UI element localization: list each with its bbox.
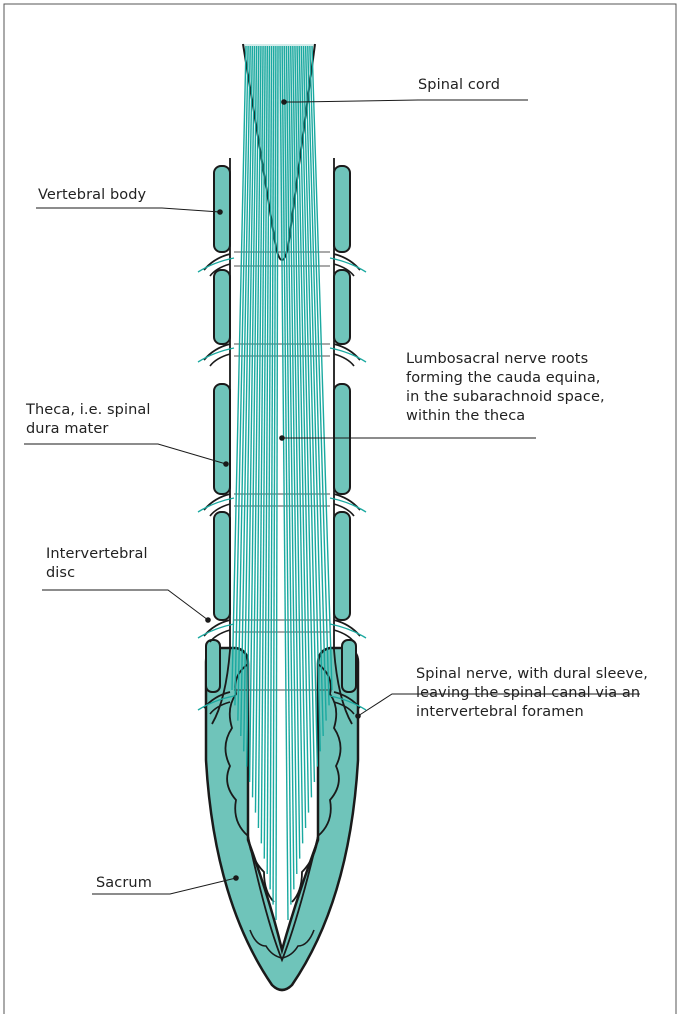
- leader-spinal-cord-dot: [281, 99, 287, 105]
- label-theca: Theca, i.e. spinal dura mater: [26, 401, 151, 439]
- dural-sleeve-right-upper-3: [334, 494, 360, 510]
- vertebral-body-left-1: [214, 166, 230, 252]
- label-sacrum: Sacrum: [96, 874, 152, 893]
- leader-theca: [24, 444, 226, 464]
- dural-sleeve-left-lower-2: [210, 354, 230, 366]
- label-intervertebral-disc: Intervertebral disc: [46, 545, 148, 583]
- leader-vertebral-body-dot: [217, 209, 223, 215]
- label-nerve-roots: Lumbosacral nerve roots forming the caud…: [406, 350, 605, 426]
- leader-sacrum-dot: [233, 875, 239, 881]
- label-spinal-nerve: Spinal nerve, with dural sleeve, leaving…: [416, 665, 648, 722]
- leader-nerve-roots-dot: [279, 435, 285, 441]
- vertebral-body-right-2: [334, 270, 350, 344]
- dural-sleeve-right-upper-1: [334, 254, 360, 270]
- leader-spinal-cord: [284, 100, 528, 102]
- vertebral-body-left-5: [206, 640, 220, 692]
- sacrum-bone: [206, 648, 358, 990]
- vertebral-body-left-4: [214, 512, 230, 620]
- leader-spinal-nerve-dot: [355, 713, 361, 719]
- vertebral-body-right-4: [334, 512, 350, 620]
- label-spinal-cord: Spinal cord: [418, 76, 500, 95]
- vertebral-body-right-1: [334, 166, 350, 252]
- dural-sleeve-right-upper-2: [334, 344, 360, 360]
- vertebral-body-right-3: [334, 384, 350, 494]
- leader-intervertebral-disc-dot: [205, 617, 211, 623]
- vertebral-body-left-3: [214, 384, 230, 494]
- vertebral-body-right-5: [342, 640, 356, 692]
- sacrum: [206, 648, 358, 990]
- leader-vertebral-body: [36, 208, 220, 212]
- leader-intervertebral-disc: [42, 590, 208, 620]
- leader-theca-dot: [223, 461, 229, 467]
- label-vertebral-body: Vertebral body: [38, 186, 146, 205]
- vertebral-body-left-2: [214, 270, 230, 344]
- dural-sleeve-right-lower-2: [334, 354, 354, 366]
